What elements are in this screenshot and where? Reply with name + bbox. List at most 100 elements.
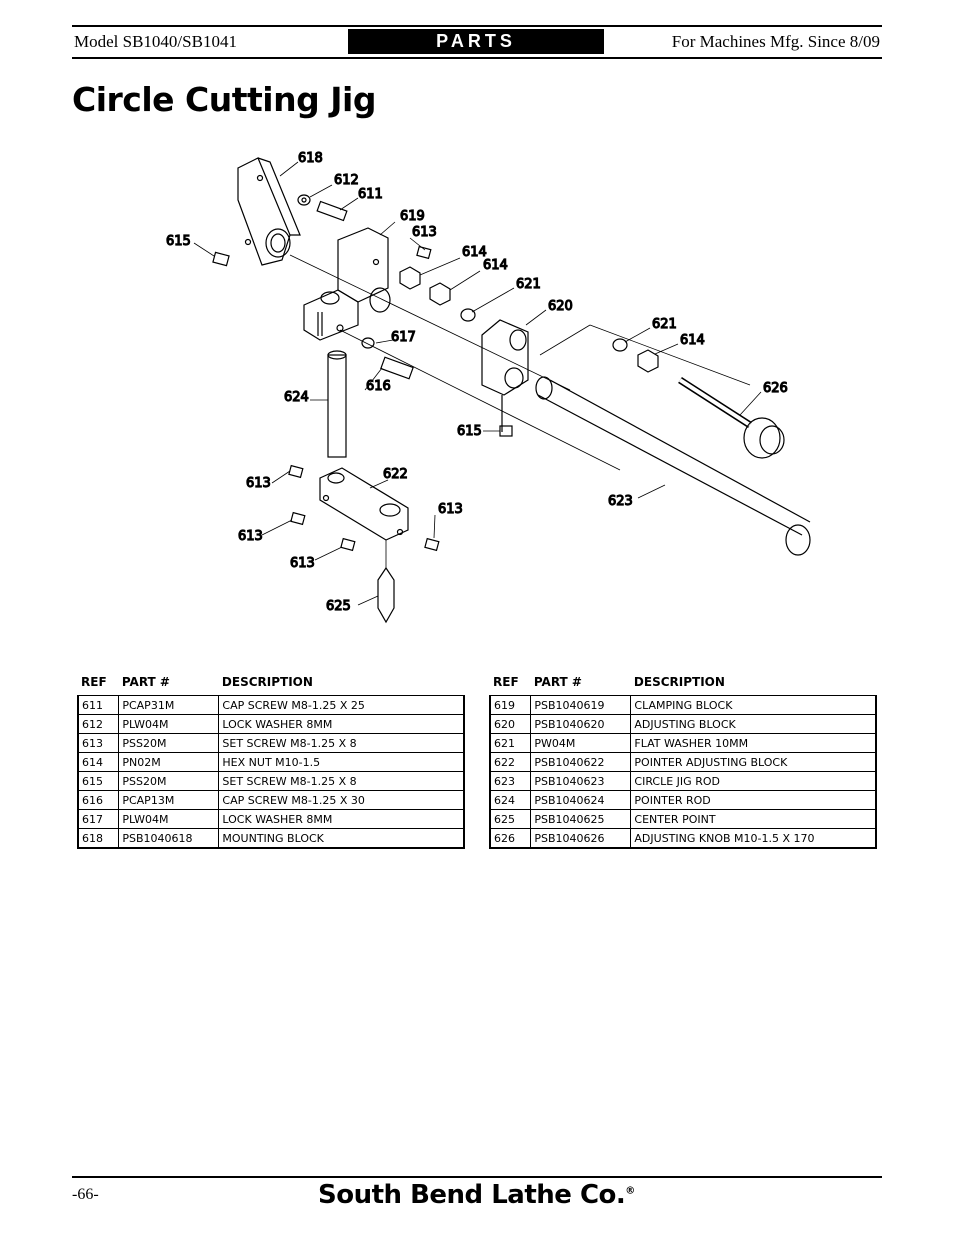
description-cell: LOCK WASHER 8MM: [218, 714, 466, 734]
callout-label: 615: [166, 234, 191, 249]
page-title: Circle Cutting Jig: [72, 80, 376, 119]
part-cell: PSS20M: [118, 733, 220, 753]
callout-label: 624: [284, 390, 309, 405]
ref-cell: 615: [77, 771, 120, 791]
callout-label: 618: [298, 151, 323, 166]
part-cell: PSB1040624: [530, 790, 632, 810]
column-header-description: DESCRIPTION: [633, 675, 725, 689]
callout-label: 623: [608, 494, 633, 509]
brand-logo: South Bend Lathe Co.®: [318, 1180, 635, 1210]
page-header: Model SB1040/SB1041 PARTS For Machines M…: [72, 25, 882, 59]
column-header-ref: REF: [81, 675, 107, 689]
callout-label: 617: [391, 330, 416, 345]
description-cell: HEX NUT M10-1.5: [218, 752, 466, 772]
callout-label: 613: [290, 556, 315, 571]
callout-label: 625: [326, 599, 351, 614]
ref-cell: 614: [77, 752, 120, 772]
callout-label: 615: [457, 424, 482, 439]
clamping-block-shape: [303, 227, 391, 341]
registered-mark: ®: [625, 1185, 635, 1197]
ref-cell: 617: [77, 809, 120, 829]
mounting-block-shape: [237, 157, 301, 266]
column-header-part: PART #: [121, 675, 170, 689]
ref-cell: 618: [77, 828, 120, 849]
ref-cell: 626: [489, 828, 532, 849]
ref-cell: 624: [489, 790, 532, 810]
ref-cell: 612: [77, 714, 120, 734]
callout-label: 613: [246, 476, 271, 491]
callout-label: 616: [366, 379, 391, 394]
model-label: Model SB1040/SB1041: [74, 32, 237, 51]
description-cell: ADJUSTING KNOB M10-1.5 X 170: [630, 828, 878, 849]
part-cell: PLW04M: [118, 809, 220, 829]
callout-label: 614: [483, 258, 508, 273]
column-header-ref: REF: [493, 675, 519, 689]
ref-cell: 623: [489, 771, 532, 791]
part-cell: PSB1040619: [530, 695, 632, 715]
part-cell: PSB1040623: [530, 771, 632, 791]
callout-label: 621: [652, 317, 677, 332]
ref-cell: 625: [489, 809, 532, 829]
machines-label: For Machines Mfg. Since 8/09: [671, 32, 880, 51]
ref-cell: 620: [489, 714, 532, 734]
callout-label: 611: [358, 187, 383, 202]
part-cell: PN02M: [118, 752, 220, 772]
pointer-adjusting-block-shape: [319, 467, 409, 541]
description-cell: FLAT WASHER 10MM: [630, 733, 878, 753]
part-cell: PLW04M: [118, 714, 220, 734]
ref-cell: 622: [489, 752, 532, 772]
part-cell: PSB1040622: [530, 752, 632, 772]
description-cell: CLAMPING BLOCK: [630, 695, 878, 715]
center-point-shape: [377, 540, 395, 624]
description-cell: LOCK WASHER 8MM: [218, 809, 466, 829]
callout-label: 614: [462, 245, 487, 260]
part-cell: PCAP13M: [118, 790, 220, 810]
footer-divider: [72, 1176, 882, 1178]
ref-cell: 619: [489, 695, 532, 715]
part-cell: PSB1040618: [118, 828, 220, 849]
ref-cell: 621: [489, 733, 532, 753]
callout-label: 621: [516, 277, 541, 292]
column-header-part: PART #: [533, 675, 582, 689]
callout-label: 613: [438, 502, 463, 517]
callout-label: 613: [412, 225, 437, 240]
description-cell: SET SCREW M8-1.25 X 8: [218, 771, 466, 791]
ref-cell: 616: [77, 790, 120, 810]
callout-label: 613: [238, 529, 263, 544]
description-cell: CENTER POINT: [630, 809, 878, 829]
part-cell: PCAP31M: [118, 695, 220, 715]
circle-jig-rod-shape: [535, 376, 811, 556]
part-cell: PSB1040625: [530, 809, 632, 829]
part-cell: PSB1040620: [530, 714, 632, 734]
part-cell: PSB1040626: [530, 828, 632, 849]
section-label: PARTS: [348, 29, 604, 54]
callout-label: 620: [548, 299, 573, 314]
callout-label: 626: [763, 381, 788, 396]
description-cell: POINTER ROD: [630, 790, 878, 810]
description-cell: CIRCLE JIG ROD: [630, 771, 878, 791]
callout-label: 612: [334, 173, 359, 188]
ref-cell: 613: [77, 733, 120, 753]
callout-label: 619: [400, 209, 425, 224]
part-cell: PW04M: [530, 733, 632, 753]
page-number: -66-: [72, 1186, 99, 1203]
callout-label: 622: [383, 467, 408, 482]
adjusting-block-shape: [481, 319, 529, 432]
exploded-parts-diagram: 618 612 611 619 613 615 614 614 621 620 …: [150, 140, 850, 640]
ref-cell: 611: [77, 695, 120, 715]
